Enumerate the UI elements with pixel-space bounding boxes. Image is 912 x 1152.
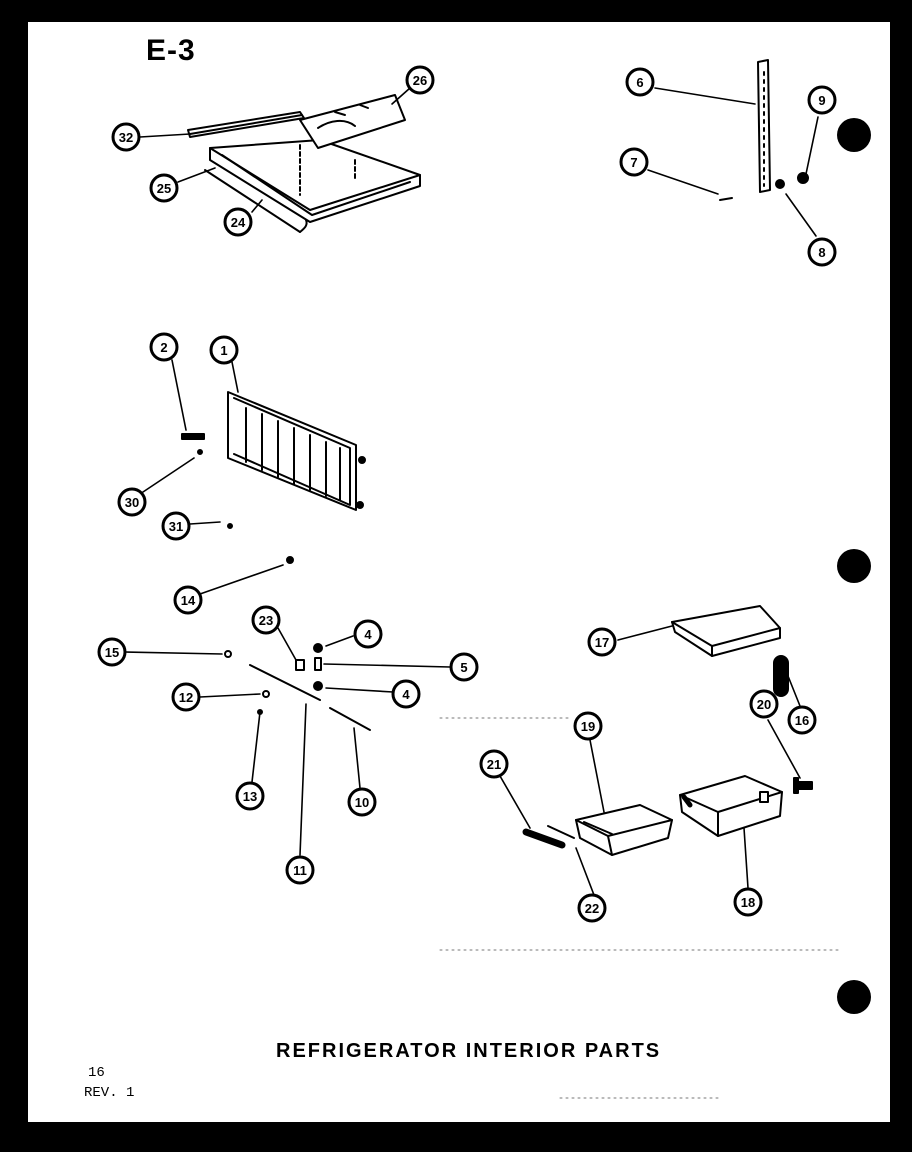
callout-number: 18 [741,895,755,910]
binder-hole-icon [837,549,871,583]
callout-16: 16 [787,705,817,735]
callout-number: 12 [179,690,193,705]
callout-number: 4 [402,687,410,702]
callout-20: 20 [749,689,779,719]
callout-26: 26 [405,65,435,95]
callout-number: 10 [355,795,369,810]
callout-24: 24 [223,207,253,237]
callout-number: 13 [243,789,257,804]
callout-number: 7 [630,155,637,170]
callout-17: 17 [587,627,617,657]
callout-number: 2 [160,340,167,355]
callout-23: 23 [251,605,281,635]
callout-number: 19 [581,719,595,734]
scan-artifacts [439,717,841,1099]
leader-lines [125,87,819,896]
sheet-id-label: E-3 [146,34,196,67]
callout-4: 4 [391,679,421,709]
callout-5: 5 [449,652,479,682]
callout-32: 32 [111,122,141,152]
callout-10: 10 [347,787,377,817]
page-title: REFRIGERATOR INTERIOR PARTS [276,1040,662,1062]
control-linkage-assembly [224,643,371,731]
meat-pan-part [575,804,673,856]
callout-25: 25 [149,173,179,203]
callout-8: 8 [807,237,837,267]
callout-number: 16 [795,713,809,728]
callout-number: 22 [585,901,599,916]
callout-number: 23 [259,613,273,628]
diagram-sheet [28,22,890,1122]
callout-number: 15 [105,645,119,660]
callout-19: 19 [573,711,603,741]
callout-2: 2 [149,332,179,362]
callout-number: 14 [181,593,196,608]
callout-7: 7 [619,147,649,177]
screw-part [793,777,813,794]
divider-parts [522,825,575,849]
callout-number: 5 [460,660,467,675]
callout-number: 1 [220,343,227,358]
callout-number: 17 [595,635,609,650]
callout-number: 24 [231,215,246,230]
callout-14: 14 [173,585,203,615]
callout-6: 6 [625,67,655,97]
glass-shelf-part [671,605,781,657]
callout-number: 26 [413,73,427,88]
callout-number: 31 [169,519,183,534]
callout-number: 11 [293,863,307,878]
callout-30: 30 [117,487,147,517]
callout-number: 25 [157,181,171,196]
callout-13: 13 [235,781,265,811]
page-number: 16 [88,1065,105,1081]
spring-part [773,655,789,697]
callout-number: 8 [818,245,825,260]
revision-label: REV. 1 [84,1085,135,1101]
callout-number: 6 [636,75,643,90]
shelf-ladder-assembly [719,59,809,201]
binder-hole-icon [837,980,871,1014]
crisper-cover-assembly [187,94,421,233]
callout-21: 21 [479,749,509,779]
binder-hole-icon [837,118,871,152]
callout-4: 4 [353,619,383,649]
callout-1: 1 [209,335,239,365]
callout-number: 32 [119,130,133,145]
callout-number: 4 [364,627,372,642]
callout-15: 15 [97,637,127,667]
crisper-pan-part [679,775,783,837]
callout-number: 30 [125,495,139,510]
callout-number: 9 [818,93,825,108]
callout-18: 18 [733,887,763,917]
callout-number: 20 [757,697,771,712]
callout-11: 11 [285,855,315,885]
callout-9: 9 [807,85,837,115]
air-duct-panel [181,391,366,564]
callout-22: 22 [577,893,607,923]
callout-31: 31 [161,511,191,541]
callout-12: 12 [171,682,201,712]
callout-number: 21 [487,757,501,772]
